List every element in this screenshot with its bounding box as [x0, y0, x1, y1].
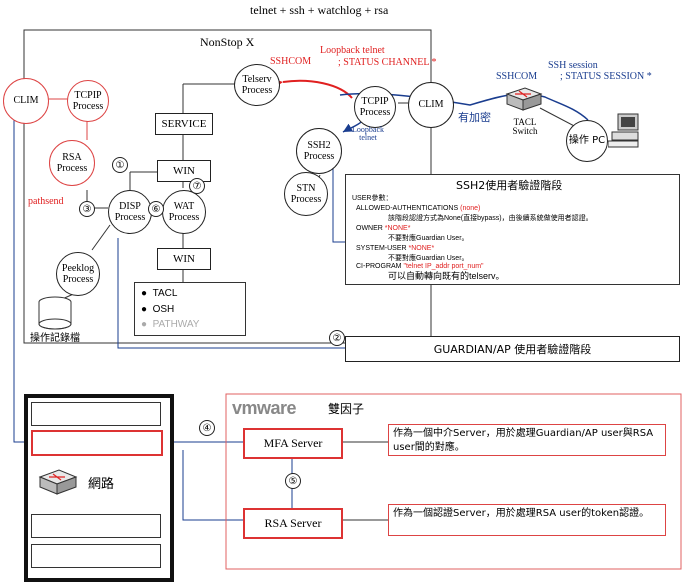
param-line: CI-PROGRAM "telnet IP_addr port_num"	[356, 263, 484, 270]
list-item: ● TACL	[141, 288, 178, 299]
step-number: ①	[112, 157, 128, 173]
list-item: ● PATHWAY	[141, 319, 200, 330]
ssh2-panel-title: SSH2使用者驗證階段	[456, 179, 563, 192]
network-slot	[31, 544, 161, 568]
clim-left-label: CLIM	[13, 95, 39, 107]
rsa-server-box: RSA Server	[243, 508, 343, 539]
win-top-box: WIN	[157, 160, 211, 182]
stn-label: STN Process	[290, 182, 322, 206]
win-bottom-box: WIN	[157, 248, 211, 270]
clim-right-node: CLIM	[408, 82, 454, 128]
tcpip-left-node: TCPIP Process	[67, 80, 109, 122]
network-switch-icon	[38, 468, 78, 496]
vmware-logo: vmware	[232, 398, 297, 418]
mfa-server-box: MFA Server	[243, 428, 343, 459]
diagram-title: telnet + ssh + watchlog + rsa	[250, 3, 389, 17]
param-line: OWNER *NONE*	[356, 225, 411, 232]
pathsend-label: pathsend	[28, 196, 64, 207]
status-session-label: ; STATUS SESSION *	[560, 71, 652, 82]
guardian-stage-box: GUARDIAN/AP 使用者驗證階段	[345, 336, 680, 362]
encrypted-label: 有加密	[458, 111, 491, 124]
param-line: SYSTEM-USER *NONE*	[356, 245, 435, 252]
network-slot	[31, 514, 161, 538]
disp-node: DISP Process	[108, 190, 152, 234]
guardian-stage-label: GUARDIAN/AP 使用者驗證階段	[433, 343, 592, 356]
list-item: ● OSH	[141, 304, 175, 315]
pc-label: 操作 PC	[568, 135, 606, 147]
sshcom-left-label: SSHCOM	[270, 56, 312, 67]
network-label: 網路	[88, 477, 115, 492]
win-top-label: WIN	[173, 165, 195, 177]
program-list-box: ● TACL ● OSH ● PATHWAY	[134, 282, 246, 336]
wat-label: WAT Process	[168, 200, 200, 224]
clim-left-node: CLIM	[3, 78, 49, 124]
win-bottom-label: WIN	[173, 253, 195, 265]
service-label: SERVICE	[161, 118, 207, 130]
rsa-process-node: RSA Process	[49, 140, 95, 186]
mfa-description: 作為一個中介Server，用於處理Guardian/AP user與RSA us…	[388, 424, 666, 456]
step-number: ⑥	[148, 201, 164, 217]
telserv-label: Telserv Process	[241, 73, 273, 97]
param-desc: 不要對應Guardian User。	[388, 255, 469, 262]
step-number: ③	[79, 201, 95, 217]
tcpip-right-node: TCPIP Process	[354, 86, 396, 128]
step-number: ⑤	[285, 473, 301, 489]
network-slot	[31, 402, 161, 426]
clim-right-label: CLIM	[418, 99, 444, 111]
step-number: ⑦	[189, 178, 205, 194]
user-params-label: USER參數：	[352, 195, 393, 202]
status-channel-label: ; STATUS CHANNEL *	[338, 57, 437, 68]
sshcom-right-label: SSHCOM	[496, 71, 538, 82]
stn-node: STN Process	[284, 172, 328, 216]
service-box: SERVICE	[155, 113, 213, 135]
mfa-server-label: MFA Server	[263, 436, 323, 450]
nonstop-label: NonStop X	[200, 35, 255, 49]
param-line: ALLOWED-AUTHENTICATIONS (none)	[356, 205, 481, 212]
ssh-session-label: SSH session	[548, 60, 598, 71]
rsa-description: 作為一個認證Server，用於處理RSA user的token認證。	[388, 504, 666, 536]
param-desc: 該階段認證方式為None(直接bypass)，由後續系統做使用者認證。	[388, 215, 593, 222]
tacl-switch-label: TACL Switch	[512, 117, 538, 136]
loopback-telnet-small-label: Loopback telnet	[352, 125, 384, 142]
ssh2-auth-panel: SSH2使用者驗證階段 USER參數： ALLOWED-AUTHENTICATI…	[345, 174, 680, 285]
rsa-process-label: RSA Process	[56, 151, 88, 175]
ssh2-label: SSH2 Process	[303, 139, 335, 163]
two-factor-label: 雙因子	[328, 402, 365, 416]
rsa-server-label: RSA Server	[264, 516, 322, 530]
network-slot-highlighted	[31, 430, 163, 456]
wat-node: WAT Process	[162, 190, 206, 234]
param-desc: 不要對應Guardian User。	[388, 235, 469, 242]
tcpip-right-label: TCPIP Process	[359, 95, 391, 119]
tcpip-left-label: TCPIP Process	[72, 89, 104, 113]
disp-label: DISP Process	[114, 200, 146, 224]
pc-node: 操作 PC	[566, 120, 608, 162]
step-number: ④	[199, 420, 215, 436]
step-number: ②	[329, 330, 345, 346]
network-switch-icon	[505, 86, 543, 112]
peeklog-node: Peeklog Process	[56, 252, 100, 296]
ssh2-node: SSH2 Process	[296, 128, 342, 174]
param-desc: 可以自動轉向既有的telserv。	[388, 271, 505, 281]
peeklog-label: Peeklog Process	[61, 262, 95, 286]
computer-icon	[607, 112, 640, 148]
telserv-node: Telserv Process	[234, 64, 280, 106]
loopback-telnet-label: Loopback telnet	[320, 45, 385, 56]
network-panel: 網路	[24, 394, 174, 582]
log-file-label: 操作記錄檔	[30, 333, 80, 344]
